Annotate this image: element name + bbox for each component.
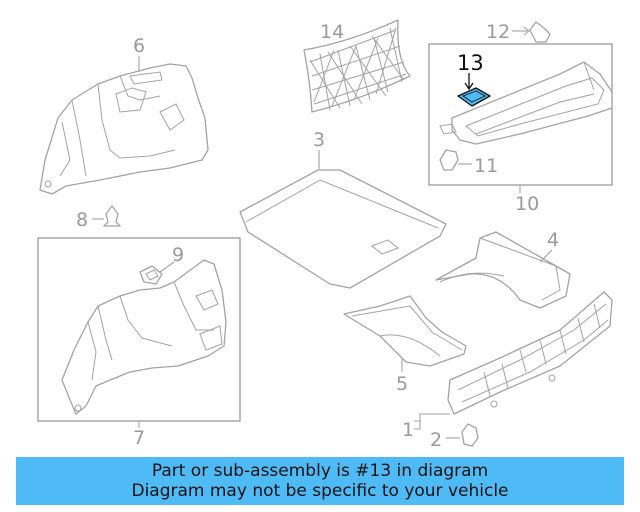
banner-line-1: Part or sub-assembly is #13 in diagram [151,461,489,481]
part-9-bracket[interactable] [139,265,163,285]
callout-8: 8 [76,209,88,231]
part-13-highlighted[interactable] [457,87,491,107]
callout-11: 11 [474,155,498,177]
part-10-rear-shelf[interactable] [439,61,613,145]
part-14-cargo-net[interactable] [303,19,411,113]
leader-9 [159,261,175,273]
part-5-side-tray[interactable] [343,295,467,367]
callout-10: 10 [515,193,539,215]
part-6-quarter-trim-upper[interactable] [39,63,209,195]
part-1-rear-sill-plate[interactable] [447,291,613,415]
callout-4: 4 [547,229,559,251]
callout-9: 9 [172,244,184,266]
part-12-clip[interactable] [529,21,551,43]
callout-14: 14 [320,21,344,43]
callout-6: 6 [133,35,145,57]
parts-diagram: 6 8 14 12 13 11 10 [37,19,613,451]
callout-2: 2 [430,429,442,451]
callout-12: 12 [486,21,510,43]
banner-line-2: Diagram may not be specific to your vehi… [131,481,509,501]
callout-13: 13 [457,51,484,75]
leader-1 [414,413,450,422]
callout-5: 5 [396,373,408,395]
part-4-cargo-tray[interactable] [435,231,571,309]
part-7-quarter-trim-lower[interactable] [61,259,227,415]
part-2-clip[interactable] [461,423,479,447]
info-banner: Part or sub-assembly is #13 in diagram D… [16,457,624,505]
part-11-push-clip[interactable] [439,149,459,171]
callout-7: 7 [133,427,145,449]
part-3-cargo-floor[interactable] [239,169,447,289]
leader-4 [539,249,553,263]
callout-3: 3 [313,129,325,151]
callout-1: 1 [402,419,414,441]
part-8-clip[interactable] [103,205,121,227]
